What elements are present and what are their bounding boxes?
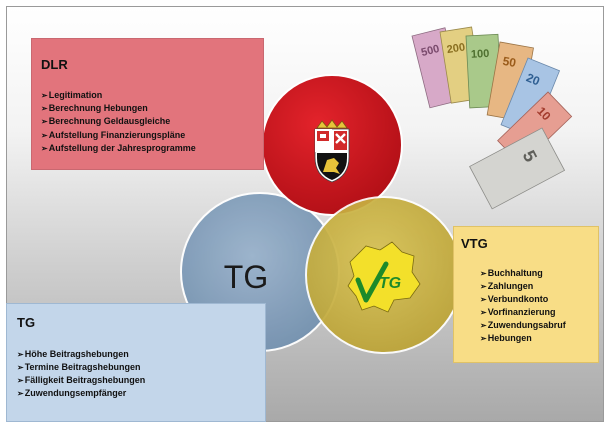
tg-title: TG xyxy=(17,315,36,330)
tg-circle-label: TG xyxy=(224,259,268,295)
tg-item: Termine Beitragshebungen xyxy=(17,361,145,374)
dlr-item: Legitimation xyxy=(41,89,196,102)
tg-item: Fälligkeit Beitragshebungen xyxy=(17,374,146,387)
vtg-box: VTG Buchhaltung Zahlungen Verbundkonto V… xyxy=(453,226,599,363)
tg-box: TG Höhe Beitragshebungen Termine Beitrag… xyxy=(6,303,266,422)
coat-of-arms-icon xyxy=(314,119,350,183)
euro-banknotes-image: 500 200 100 50 20 10 xyxy=(411,26,573,210)
dlr-item: Aufstellung der Jahresprogramme xyxy=(41,142,196,155)
vtg-logo-text: TG xyxy=(379,275,401,292)
banknote-500-label: 500 xyxy=(420,43,441,59)
tg-item: Höhe Beitragshebungen xyxy=(17,348,145,361)
vtg-item: Buchhaltung xyxy=(480,267,566,280)
banknote-200-label: 200 xyxy=(446,41,466,56)
vtg-logo: TG xyxy=(347,241,421,313)
banknote-5 xyxy=(469,127,566,210)
dlr-title: DLR xyxy=(41,57,68,72)
vtg-list: Buchhaltung Zahlungen Verbundkonto Vorfi… xyxy=(480,267,566,345)
vtg-item: Hebungen xyxy=(480,332,566,345)
check-mark-icon xyxy=(355,261,389,303)
banknote-20-label: 20 xyxy=(524,70,542,88)
dlr-item: Berechnung Hebungen xyxy=(41,102,196,115)
banknote-100-label: 100 xyxy=(471,48,490,61)
vtg-item: Verbundkonto xyxy=(480,293,566,306)
tg-list: Höhe Beitragshebungen Termine Beitragshe… xyxy=(17,348,146,400)
dlr-box: DLR Legitimation Berechnung Hebungen Ber… xyxy=(31,38,264,170)
dlr-list: Legitimation Berechnung Hebungen Berechn… xyxy=(41,89,196,155)
vtg-item: Zahlungen xyxy=(480,280,566,293)
tg-item: Zuwendungsempfänger xyxy=(17,387,145,400)
vtg-item: Zuwendungsabruf xyxy=(480,319,566,332)
dlr-item: Berechnung Geldausgleiche xyxy=(41,115,196,128)
dlr-item: Aufstellung Finanzierungspläne xyxy=(41,129,196,142)
vtg-item: Vorfinanzierung xyxy=(480,306,566,319)
vtg-title: VTG xyxy=(461,236,488,251)
banknote-50-label: 50 xyxy=(502,54,518,70)
